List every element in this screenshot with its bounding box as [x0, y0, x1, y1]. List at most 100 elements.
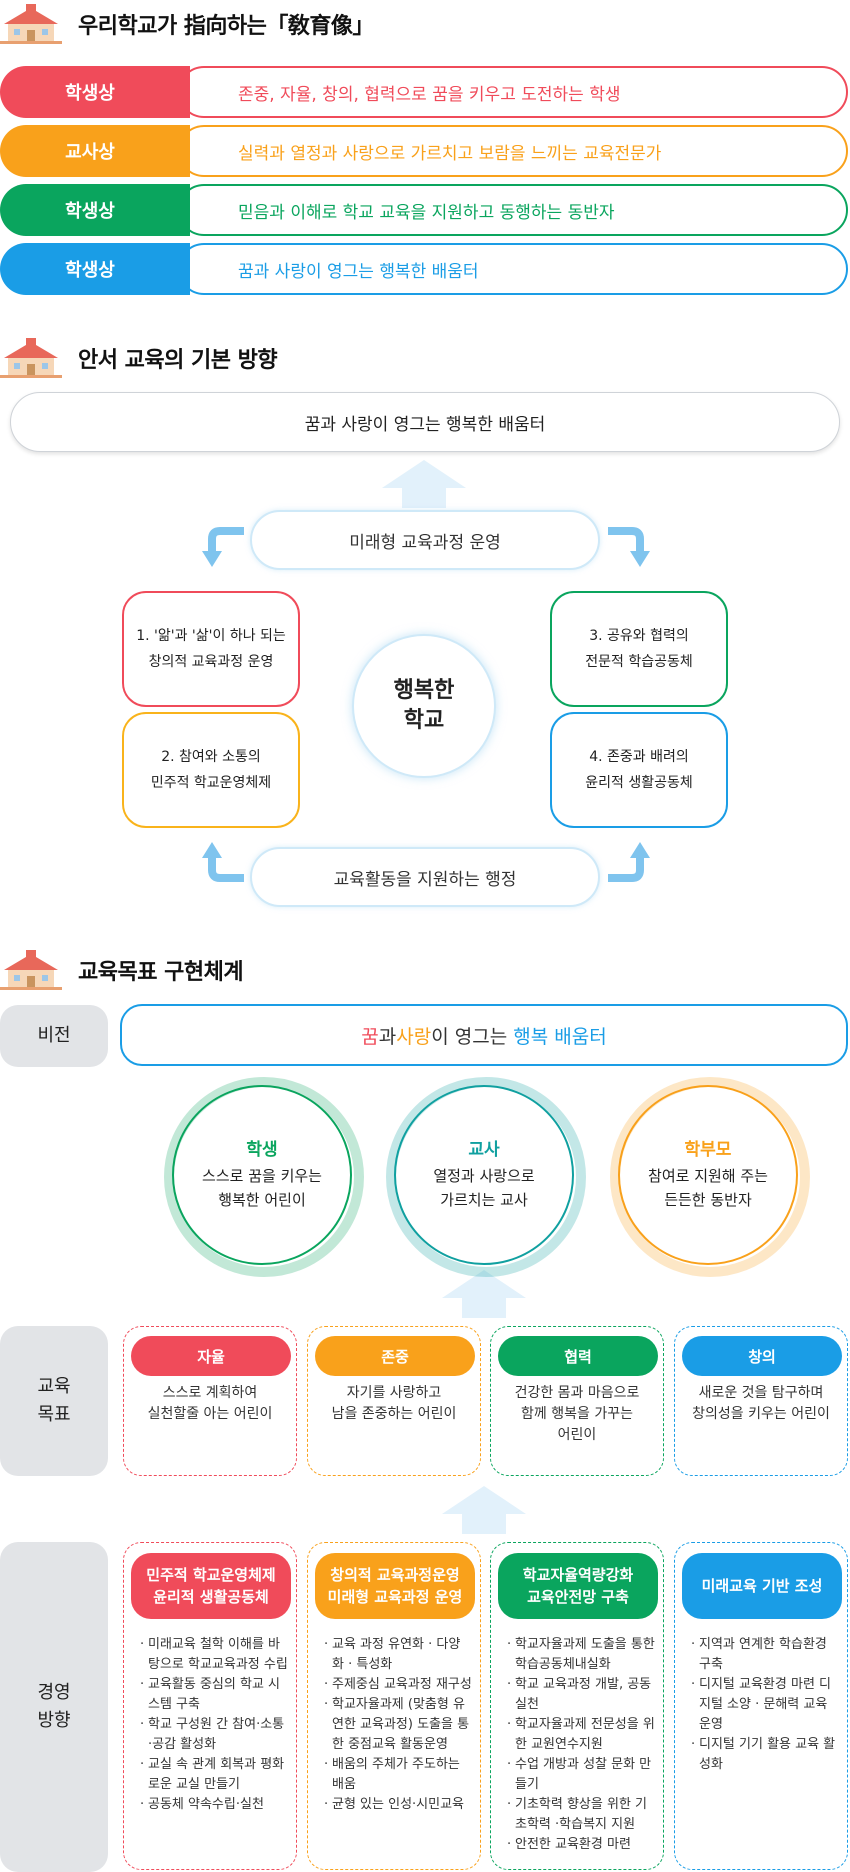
vision-box: 꿈 과 사랑 이 영그는 행복 배움터 [120, 1004, 848, 1066]
goal-head: 자율 [131, 1336, 291, 1376]
vision-row-text: 꿈과 사랑이 영그는 행복한 배움터 [178, 243, 848, 295]
mgmt-item: 미래교육 철학 이해를 바탕으로 학교교육과정 수립 [140, 1635, 288, 1675]
section2-header: 안서 교육의 기본 방향 [0, 338, 278, 378]
vision-part: 사랑 [396, 1025, 432, 1048]
direction-line: 4. 존중과 배려의 [589, 749, 689, 765]
curve-arrow-icon [608, 527, 650, 567]
section3-header: 교육목표 구현체계 [0, 950, 244, 990]
mgmt-item: 학교자율과제 도출을 통한 학습공동체내실화 [507, 1635, 655, 1675]
mgmt-head-line: 학교자율역량강화 [522, 1566, 634, 1584]
school-icon [0, 4, 62, 44]
center-line: 학교 [403, 708, 445, 733]
direction-line: 전문적 학습공동체 [585, 654, 693, 670]
section3-title: 교육목표 구현체계 [78, 960, 244, 985]
vision-label: 비전 [0, 1005, 108, 1067]
goal-line: 창의성을 키우는 어린이 [692, 1406, 830, 1422]
mgmt-item: 지역과 연계한 학습환경 구축 [691, 1635, 839, 1675]
mgmt-item: 학교 교육과정 개발, 공동실천 [507, 1675, 655, 1715]
direction-line: 2. 참여와 소통의 [161, 749, 261, 765]
up-arrow-icon [382, 460, 466, 508]
mgmt-list: 미래교육 철학 이해를 바탕으로 학교교육과정 수립교육활동 중심의 학교 시스… [140, 1635, 288, 1815]
mgmt-item: 교육 과정 유연화 · 다양화 · 특성화 [324, 1635, 472, 1675]
vision-label-text: 비전 [37, 1025, 71, 1046]
goal-head: 창의 [682, 1336, 842, 1376]
mgmt-item: 디지털 기기 활용 교육 활성화 [691, 1735, 839, 1775]
upper-direction: 미래형 교육과정 운영 [250, 510, 600, 570]
up-arrow-icon [442, 1486, 526, 1534]
goal-head: 협력 [498, 1336, 658, 1376]
mgmt-item: 주제중심 교육과정 재구성 [324, 1675, 472, 1695]
mgmt-item: 안전한 교육환경 마련 [507, 1835, 655, 1855]
curve-arrow-icon [202, 527, 244, 567]
curve-arrow-icon [608, 842, 650, 882]
curve-arrow-icon [202, 842, 244, 882]
mgmt-item: 디지털 교육환경 마련 디지털 소양 · 문해력 교육 운영 [691, 1675, 839, 1735]
mgmt-item: 수업 개방과 성찰 문화 만들기 [507, 1755, 655, 1795]
mgmt-item: 학교자율과제 전문성을 위한 교원연수지원 [507, 1715, 655, 1755]
vision-part: 과 [378, 1025, 397, 1048]
vision-part: 꿈 [361, 1025, 379, 1048]
mgmt-item: 학교 구성원 간 참여·소통·공감 활성화 [140, 1715, 288, 1755]
mgmt-head-line: 미래형 교육과정 운영 [327, 1588, 463, 1606]
direction-line: 3. 공유와 협력의 [589, 628, 689, 644]
school-icon [0, 338, 62, 378]
goal-line: 자기를 사랑하고 [346, 1385, 442, 1401]
center-line: 행복한 [393, 678, 455, 703]
up-arrow-icon [442, 1270, 526, 1318]
mgmt-label-text: 경영 [37, 1682, 71, 1703]
goal-line: 어린이 [557, 1427, 597, 1443]
direction-line: 민주적 학교운영체제 [150, 775, 272, 791]
vision-row-text: 믿음과 이해로 학교 교육을 지원하고 동행하는 동반자 [178, 184, 848, 236]
mgmt-head: 미래교육 기반 조성 [682, 1553, 842, 1619]
mgmt-item: 교육활동 중심의 학교 시스템 구축 [140, 1675, 288, 1715]
vision-row-label: 학생상 [0, 184, 190, 236]
vision-row-label: 학생상 [0, 66, 190, 118]
goal-line: 함께 행복을 가꾸는 [521, 1406, 633, 1422]
direction-line: 1. '앎'과 '삶'이 하나 되는 [136, 628, 286, 644]
mgmt-head-line: 민주적 학교운영체제 [146, 1566, 276, 1584]
vision-row-text: 실력과 열정과 사랑으로 가르치고 보람을 느끼는 교육전문가 [178, 125, 848, 177]
mgmt-head-line: 윤리적 생활공동체 [153, 1588, 269, 1606]
mgmt-item: 기초학력 향상을 위한 기초학력 ·학습복지 지원 [507, 1795, 655, 1835]
mgmt-item: 교실 속 관계 회복과 평화로운 교실 만들기 [140, 1755, 288, 1795]
vision-part: 이 영그는 [431, 1025, 514, 1048]
goal-line: 실천할줄 아는 어린이 [147, 1406, 273, 1422]
target-ring [164, 1077, 364, 1277]
mgmt-item: 학교자율과제 (맞춤형 유연한 교육과정) 도출을 통한 중점교육 활동운영 [324, 1695, 472, 1755]
mgmt-label: 경영 방향 [0, 1542, 108, 1872]
section1-header: 우리학교가 指向하는「敎育像」 [0, 4, 374, 44]
mgmt-list: 지역과 연계한 학습환경 구축디지털 교육환경 마련 디지털 소양 · 문해력 … [691, 1635, 839, 1775]
mgmt-head-line: 창의적 교육과정운영 [330, 1566, 460, 1584]
vision-part: 행복 배움터 [513, 1025, 607, 1048]
goal-head: 존중 [315, 1336, 475, 1376]
lower-direction: 교육활동을 지원하는 행정 [250, 847, 600, 907]
section1-title: 우리학교가 指向하는「敎育像」 [78, 14, 374, 39]
direction-line: 창의적 교육과정 운영 [148, 654, 274, 670]
happy-school-circle: 행복한 학교 [352, 634, 496, 778]
basic-direction-top: 꿈과 사랑이 영그는 행복한 배움터 [10, 392, 840, 452]
vision-row-text: 존중, 자율, 창의, 협력으로 꿈을 키우고 도전하는 학생 [178, 66, 848, 118]
mgmt-list: 교육 과정 유연화 · 다양화 · 특성화주제중심 교육과정 재구성학교자율과제… [324, 1635, 472, 1815]
mgmt-item: 공동체 약속수립·실천 [140, 1795, 288, 1815]
mgmt-label-text: 방향 [37, 1710, 71, 1731]
goal-line: 새로운 것을 탐구하며 [698, 1385, 824, 1401]
